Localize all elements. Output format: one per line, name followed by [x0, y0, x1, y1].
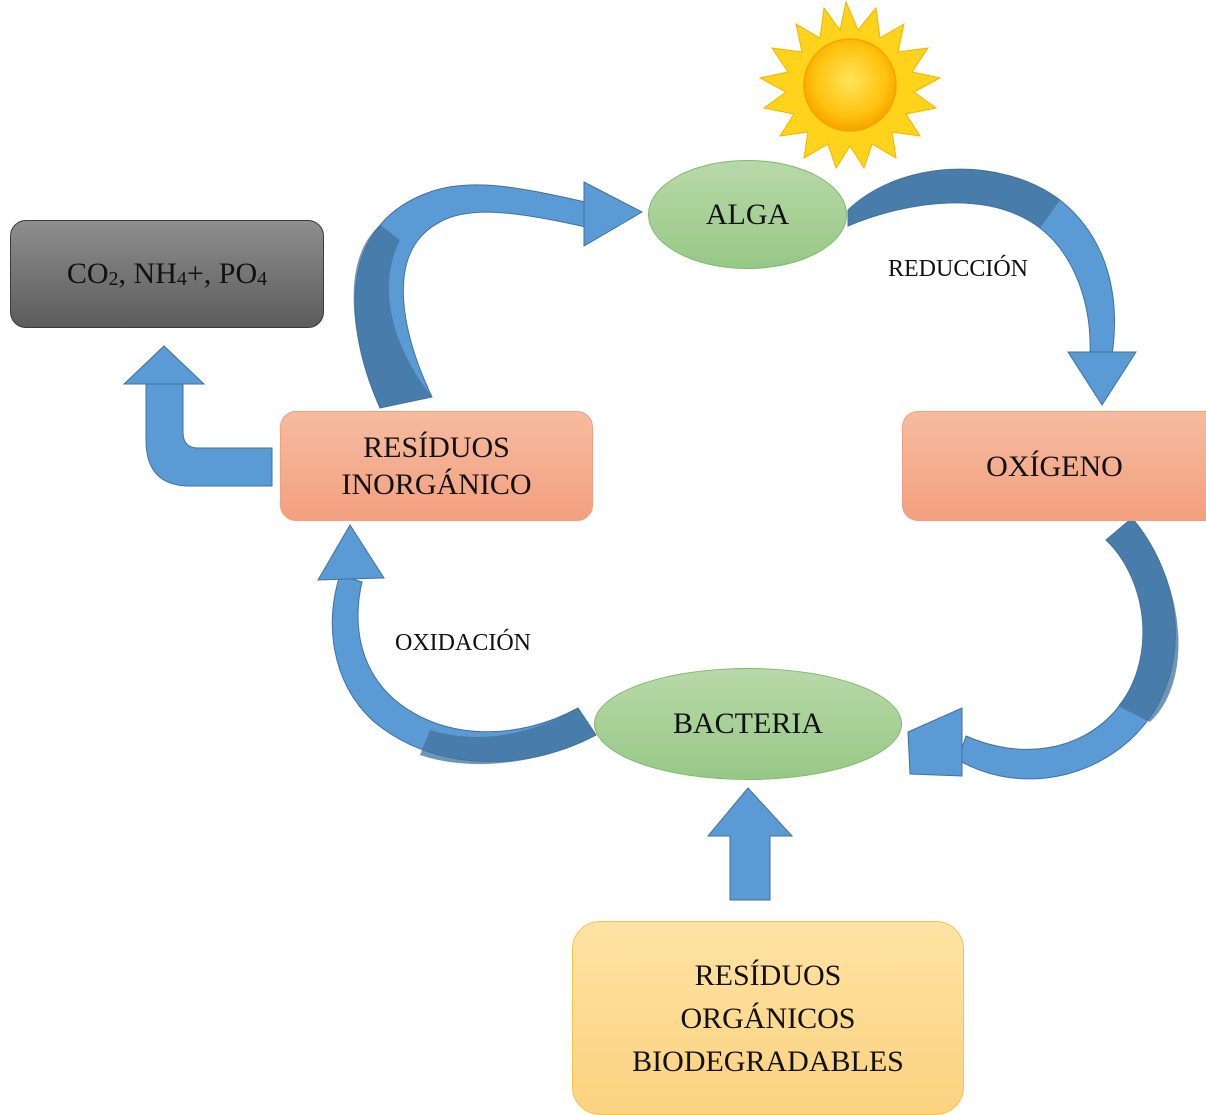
arrow-inorganico-to-alga	[353, 181, 644, 409]
sun-icon	[758, 0, 942, 170]
reduccion-label: REDUCCIÓN	[888, 256, 1029, 282]
residuos-inorganico-label: RESÍDUOS INORGÁNICO	[341, 431, 532, 501]
arrow-alga-to-oxigeno	[847, 168, 1137, 406]
arrow-bacteria-to-inorganico	[317, 524, 597, 765]
alga-node: ALGA	[648, 160, 847, 269]
residuos-organicos-label: RESÍDUOS ORGÁNICOS BIODEGRADABLES	[632, 958, 904, 1078]
bacteria-label: BACTERIA	[673, 707, 823, 740]
oxigeno-label: OXÍGENO	[986, 449, 1123, 483]
arrow-oxigeno-to-bacteria	[907, 517, 1179, 780]
oxigeno-box: OXÍGENO	[902, 411, 1206, 521]
alga-label: ALGA	[705, 197, 790, 231]
arrow-inorganico-to-co2	[122, 345, 273, 487]
residuos-inorganico-box: RESÍDUOS INORGÁNICO	[280, 411, 593, 521]
co2-nh4-po4-label: CO2, NH4+, PO4	[66, 257, 268, 290]
oxidacion-label: OXIDACIÓN	[395, 630, 531, 656]
residuos-organicos-box: RESÍDUOS ORGÁNICOS BIODEGRADABLES	[572, 921, 964, 1115]
co2-nh4-po4-box: CO2, NH4+, PO4	[10, 220, 324, 328]
arrow-organicos-to-bacteria	[706, 787, 794, 901]
bacteria-node: BACTERIA	[594, 668, 902, 780]
